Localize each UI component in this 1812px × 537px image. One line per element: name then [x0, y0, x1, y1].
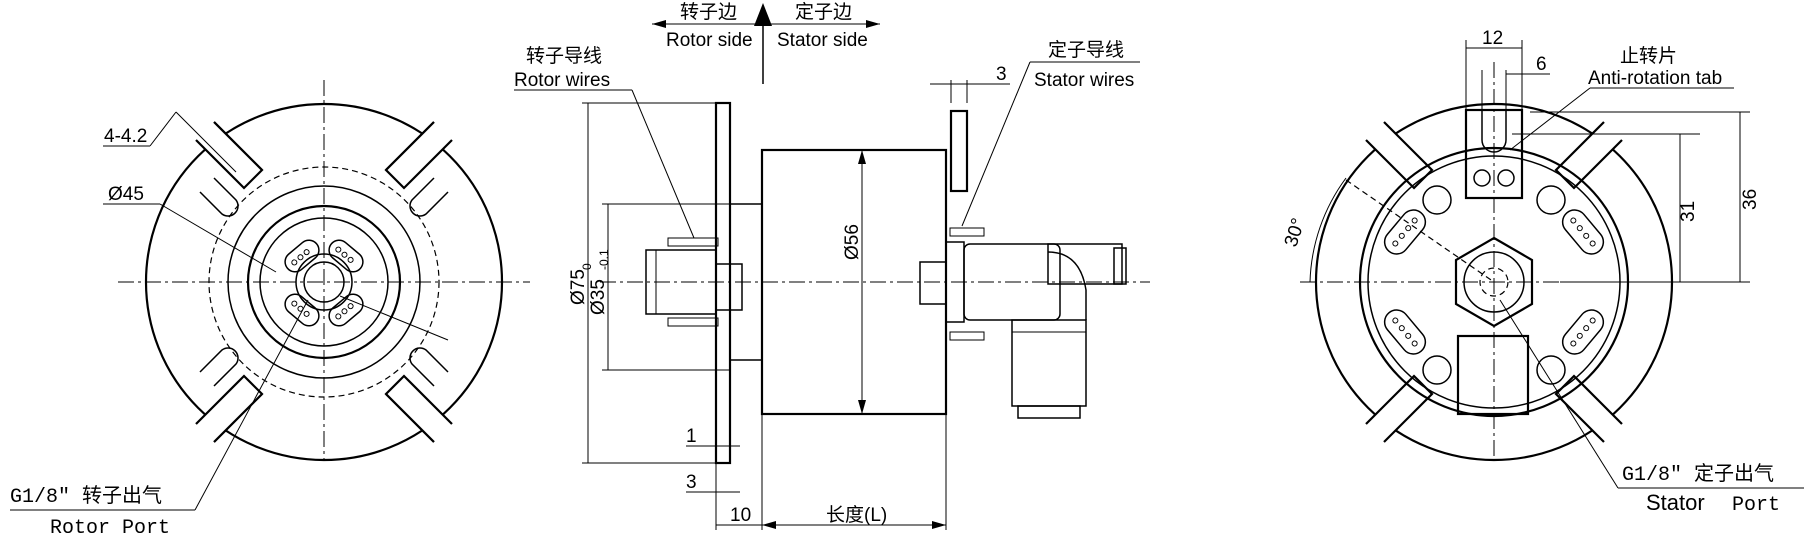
circle-diameter-label: Ø45 — [108, 184, 144, 205]
stator-wires-en: Stator wires — [1034, 70, 1134, 91]
angle-label: 30° — [1281, 216, 1310, 250]
rotor-side-cn: 转子边 — [680, 1, 737, 23]
outer-diameter-label: Ø75 — [568, 269, 589, 305]
mounting-slots — [199, 177, 449, 387]
stator-flange-notches — [1365, 121, 1623, 443]
stator-elbow-fitting — [963, 243, 1127, 419]
rotor-side-en: Rotor side — [666, 30, 753, 51]
left-end-view: 4-4.2 Ø45 G1/8″ 转子出气 Rotor Port — [10, 80, 530, 537]
offset-label: 10 — [730, 505, 751, 526]
length-label: 长度(L) — [826, 504, 887, 526]
flange-gap-label: 3 — [996, 64, 1007, 85]
tab-label-cn: 止转片 — [1620, 45, 1677, 67]
side-view: Ø75 Ø35 0 -0.1 Ø56 3 1 3 10 长度(L) 转子导线 R… — [514, 39, 1150, 530]
stator-port-en-b: Port — [1732, 494, 1780, 517]
flange-thickness-label: 3 — [686, 472, 697, 493]
stator-wires-cn: 定子导线 — [1048, 39, 1124, 61]
body-diameter-label: Ø56 — [842, 224, 863, 260]
stator-side-cn: 定子边 — [795, 1, 852, 23]
rotor-port-en: Rotor Port — [50, 517, 170, 537]
right-end-view: 12 6 止转片 Anti-rotation tab 31 36 30° G1/… — [1281, 28, 1804, 517]
shaft-tolerance-upper: 0 — [580, 263, 594, 270]
tab-slot-label: 6 — [1536, 54, 1547, 75]
direction-indicator: 转子边 定子边 Rotor side Stator side — [652, 1, 880, 84]
rotor-wires-en: Rotor wires — [514, 70, 610, 91]
wire-bundles — [284, 239, 364, 327]
stator-port-cn: G1/8″ 定子出气 — [1622, 462, 1774, 487]
flange-notches — [195, 121, 453, 443]
step-label: 1 — [686, 426, 697, 447]
stator-port-en-a: Stator — [1646, 490, 1705, 515]
rotor-port-cn: G1/8″ 转子出气 — [10, 484, 162, 509]
stator-side-en: Stator side — [777, 30, 868, 51]
rotor-wires-cn: 转子导线 — [526, 45, 602, 67]
stator-wire-slots — [1383, 209, 1605, 355]
hole-label: 4-4.2 — [104, 126, 147, 147]
shaft-tolerance-lower: -0.1 — [597, 249, 611, 270]
height-b-label: 36 — [1740, 189, 1761, 210]
shaft-diameter-label: Ø35 — [588, 279, 609, 315]
tab-label-en: Anti-rotation tab — [1588, 68, 1722, 89]
height-a-label: 31 — [1678, 201, 1699, 222]
tab-width-label: 12 — [1482, 28, 1503, 49]
